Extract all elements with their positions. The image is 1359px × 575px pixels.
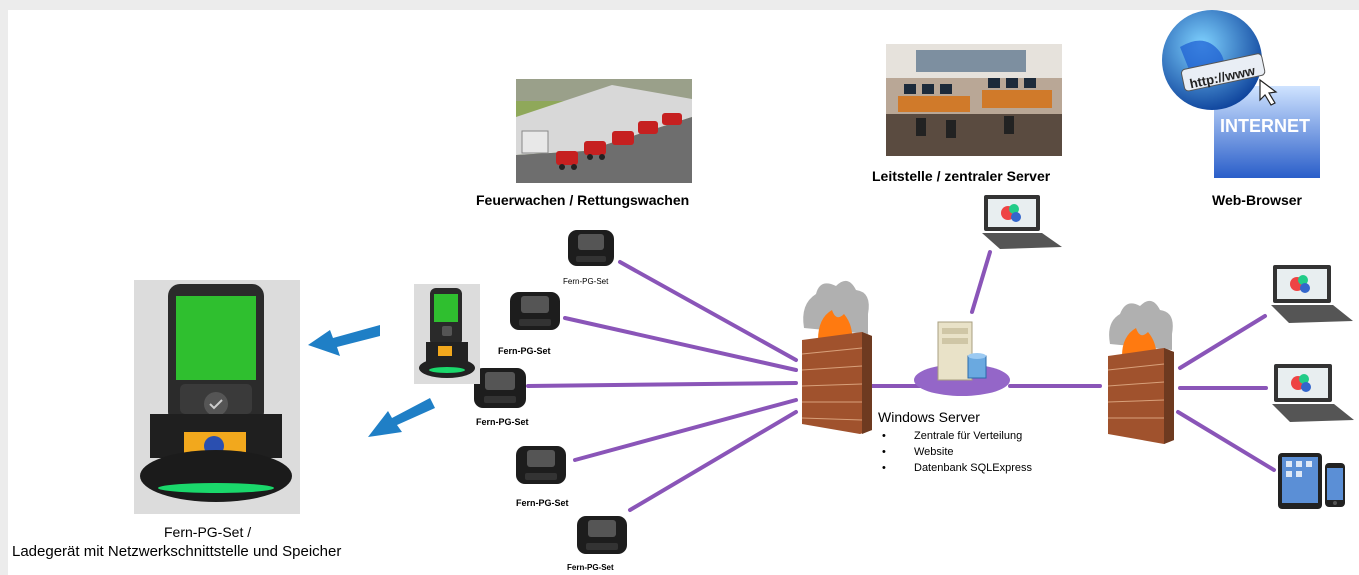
laptop-icon <box>1272 364 1354 422</box>
laptop-icon <box>982 195 1062 249</box>
fire-station-photo <box>516 79 692 183</box>
fern-pg-set-label: Fern-PG-Set <box>498 346 551 356</box>
fern-pg-set-4[interactable] <box>514 442 568 488</box>
server-icon <box>914 321 1010 396</box>
fern-pg-set-2[interactable] <box>508 288 562 334</box>
feuerwachen-label: Feuerwachen / Rettungswachen <box>476 192 690 208</box>
tablet-icon <box>1278 453 1322 509</box>
link-set1-firewall <box>618 260 798 362</box>
link-firewall2-tablet <box>1176 410 1276 472</box>
fern-pg-set-label: Fern-PG-Set <box>567 563 614 572</box>
firewall-icon <box>1107 300 1174 444</box>
link-set3-firewall <box>526 381 798 388</box>
server-feature-list: Zentrale für Verteilung Website Datenban… <box>880 428 1032 476</box>
internet-icon: INTERNET <box>1220 116 1310 136</box>
server-feature: Zentrale für Verteilung <box>880 428 1032 444</box>
webbrowser-label: Web-Browser <box>1212 192 1302 208</box>
link-server-leitstelle <box>970 250 992 314</box>
handheld-device-icon <box>414 284 480 384</box>
fern-pg-set-label: Fern-PG-Set <box>476 417 529 427</box>
fern-pg-set-1[interactable] <box>566 226 616 270</box>
control-room-photo <box>886 44 1062 156</box>
server-feature: Datenbank SQLExpress <box>880 460 1032 476</box>
laptop-icon <box>1271 265 1353 323</box>
link-set5-firewall <box>628 410 798 512</box>
link-firewall2-laptop1 <box>1178 314 1267 370</box>
server-title: Windows Server <box>878 409 980 425</box>
arrow-to-charger-upper <box>308 325 380 356</box>
set-caption-line1: Fern-PG-Set / <box>164 524 252 540</box>
transfer-arrows <box>308 325 435 437</box>
fern-pg-set-label: Fern-PG-Set <box>563 277 609 286</box>
firewall-icon <box>801 280 872 434</box>
fern-pg-set-3[interactable] <box>472 364 528 412</box>
server-feature: Website <box>880 444 1032 460</box>
link-set2-firewall <box>563 316 798 372</box>
charger-icon <box>134 280 300 514</box>
leitstelle-label: Leitstelle / zentraler Server <box>872 168 1051 184</box>
fern-pg-set-5[interactable] <box>575 512 629 558</box>
arrow-to-charger-lower <box>368 398 435 437</box>
set-caption-line2: Ladegerät mit Netzwerkschnittstelle und … <box>12 543 342 560</box>
link-set4-firewall <box>573 398 798 462</box>
phone-icon <box>1325 463 1345 507</box>
fern-pg-set-label: Fern-PG-Set <box>516 498 569 508</box>
globe-http-icon: INTERNET http://www <box>1162 10 1320 178</box>
